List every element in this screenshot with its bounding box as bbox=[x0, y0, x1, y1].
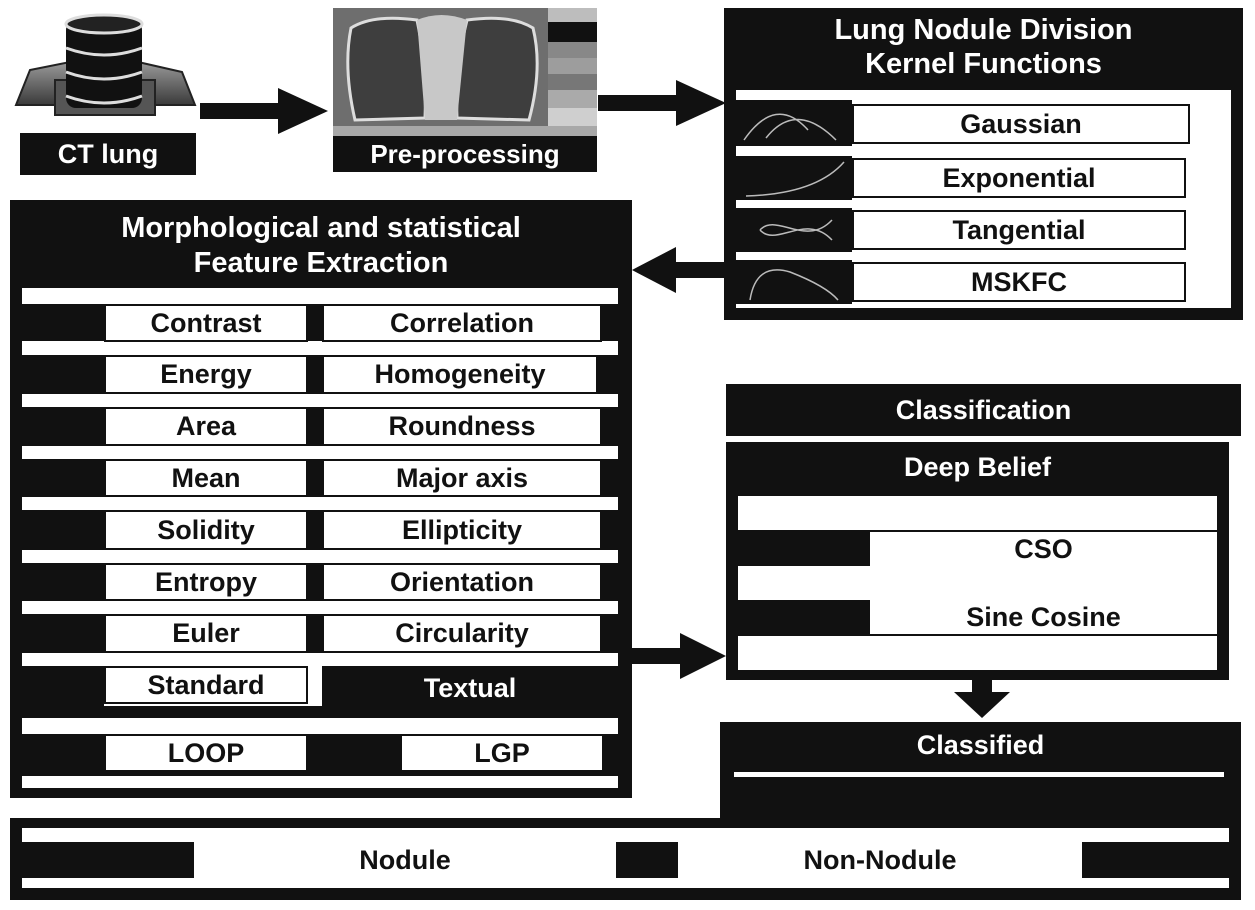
exponential-curve-icon bbox=[745, 161, 845, 197]
feature-lgp: LGP bbox=[400, 734, 604, 772]
gaussian-curve-icon-bg bbox=[736, 100, 852, 146]
preprocessed-lung-image bbox=[333, 8, 597, 170]
feature-row-separator bbox=[22, 776, 618, 788]
feature-row-separator bbox=[22, 653, 618, 666]
feature-area: Area bbox=[104, 407, 308, 446]
feature-loop: LOOP bbox=[104, 734, 308, 772]
feature-orientation: Orientation bbox=[322, 563, 602, 601]
arrow-preprocessing-to-kernel bbox=[598, 80, 726, 126]
feature-major-axis: Major axis bbox=[322, 459, 602, 497]
classification-header: Classification bbox=[726, 384, 1241, 436]
kernel-panel-title-line1: Lung Nodule Division bbox=[834, 14, 1133, 46]
feature-homogeneity: Homogeneity bbox=[322, 355, 598, 394]
deep-belief-separator bbox=[738, 496, 1217, 530]
feature-euler: Euler bbox=[104, 614, 308, 653]
feature-mean: Mean bbox=[104, 459, 308, 497]
gaussian-curve-icon bbox=[743, 113, 837, 141]
standard-cell-dark-edge bbox=[22, 666, 104, 706]
kernel-item-tangential: Tangential bbox=[852, 210, 1186, 250]
output-bottom-bar bbox=[22, 878, 1229, 888]
output-nodule: Nodule bbox=[194, 842, 616, 878]
feature-circularity: Circularity bbox=[322, 614, 602, 653]
feature-row-separator bbox=[22, 497, 618, 510]
feature-correlation: Correlation bbox=[322, 304, 602, 342]
feature-standard: Standard bbox=[104, 666, 308, 704]
deep-belief-separator bbox=[738, 634, 1217, 670]
tangential-curve-icon bbox=[759, 219, 833, 241]
feature-energy: Energy bbox=[104, 355, 308, 394]
feature-panel-title-line2: Feature Extraction bbox=[193, 247, 449, 279]
deep-belief-title: Deep Belief bbox=[903, 452, 1052, 482]
lung-scan-icon bbox=[333, 8, 597, 140]
output-top-bar bbox=[22, 828, 1229, 842]
feature-row-separator bbox=[22, 601, 618, 614]
classified-title: Classified bbox=[916, 730, 1045, 760]
kernel-item-exponential: Exponential bbox=[852, 158, 1186, 198]
tangential-curve-icon-bg bbox=[736, 208, 852, 252]
textual-label: Textual bbox=[423, 673, 517, 703]
optimizer-cso: CSO bbox=[870, 530, 1217, 566]
mskfc-curve-icon-bg bbox=[736, 260, 852, 304]
classified-underline bbox=[734, 772, 1224, 777]
ct-scanner-icon bbox=[14, 13, 197, 116]
optimizer-sine-cosine: Sine Cosine bbox=[870, 600, 1217, 634]
lgp-cell-dark-edge bbox=[318, 734, 402, 772]
arrow-ct-to-preprocessing bbox=[200, 88, 328, 134]
feature-row-separator bbox=[22, 394, 618, 407]
feature-row-separator bbox=[22, 341, 618, 355]
feature-ellipticity: Ellipticity bbox=[322, 510, 602, 550]
feature-contrast: Contrast bbox=[104, 304, 308, 342]
feature-panel-title-line1: Morphological and statistical bbox=[121, 212, 521, 244]
pre-processing-label: Pre-processing bbox=[333, 136, 597, 172]
kernel-item-gaussian: Gaussian bbox=[852, 104, 1190, 144]
deep-belief-separator bbox=[738, 566, 1217, 600]
arrow-classification-to-classified bbox=[954, 680, 1010, 718]
feature-row-separator bbox=[22, 288, 618, 304]
exponential-curve-icon-bg bbox=[736, 156, 852, 200]
ct-lung-label: CT lung bbox=[20, 133, 196, 175]
feature-row-separator bbox=[22, 550, 618, 563]
kernel-item-mskfc: MSKFC bbox=[852, 262, 1186, 302]
arrow-kernel-to-features bbox=[632, 247, 728, 293]
arrow-features-to-classification bbox=[632, 633, 726, 679]
output-non-nodule: Non-Nodule bbox=[678, 842, 1082, 878]
feature-solidity: Solidity bbox=[104, 510, 308, 550]
kernel-panel-title-line2: Kernel Functions bbox=[865, 48, 1102, 80]
feature-entropy: Entropy bbox=[104, 563, 308, 601]
feature-roundness: Roundness bbox=[322, 407, 602, 446]
feature-row-separator bbox=[22, 446, 618, 459]
mskfc-curve-icon bbox=[749, 269, 839, 301]
feature-row-separator bbox=[22, 718, 618, 734]
